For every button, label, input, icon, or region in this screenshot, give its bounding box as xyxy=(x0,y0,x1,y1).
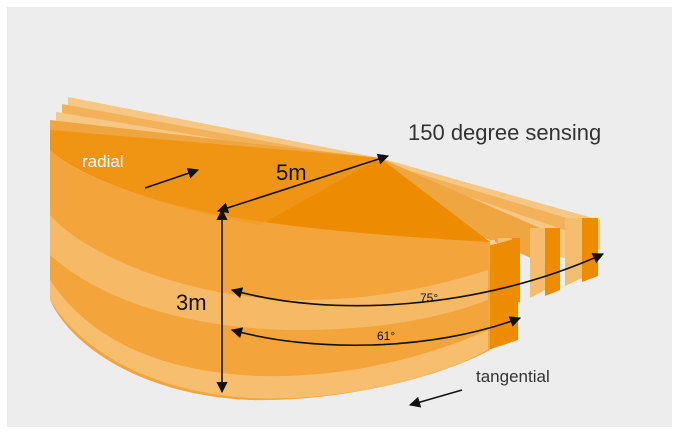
angle-61-arc xyxy=(230,316,522,347)
angle-75-label: 75° xyxy=(420,291,438,305)
radial-arrow xyxy=(144,167,200,189)
height-label: 3m xyxy=(176,290,207,315)
angle-75-arc xyxy=(230,253,605,307)
tangential-arrow xyxy=(408,389,463,408)
angle-61-label: 61° xyxy=(377,329,395,343)
depth-label: 5m xyxy=(276,160,307,185)
radial-label: radial xyxy=(82,152,124,171)
diagram-title: 150 degree sensing xyxy=(408,120,601,145)
depth-arrow xyxy=(216,153,390,214)
tangential-label: tangential xyxy=(476,367,550,386)
